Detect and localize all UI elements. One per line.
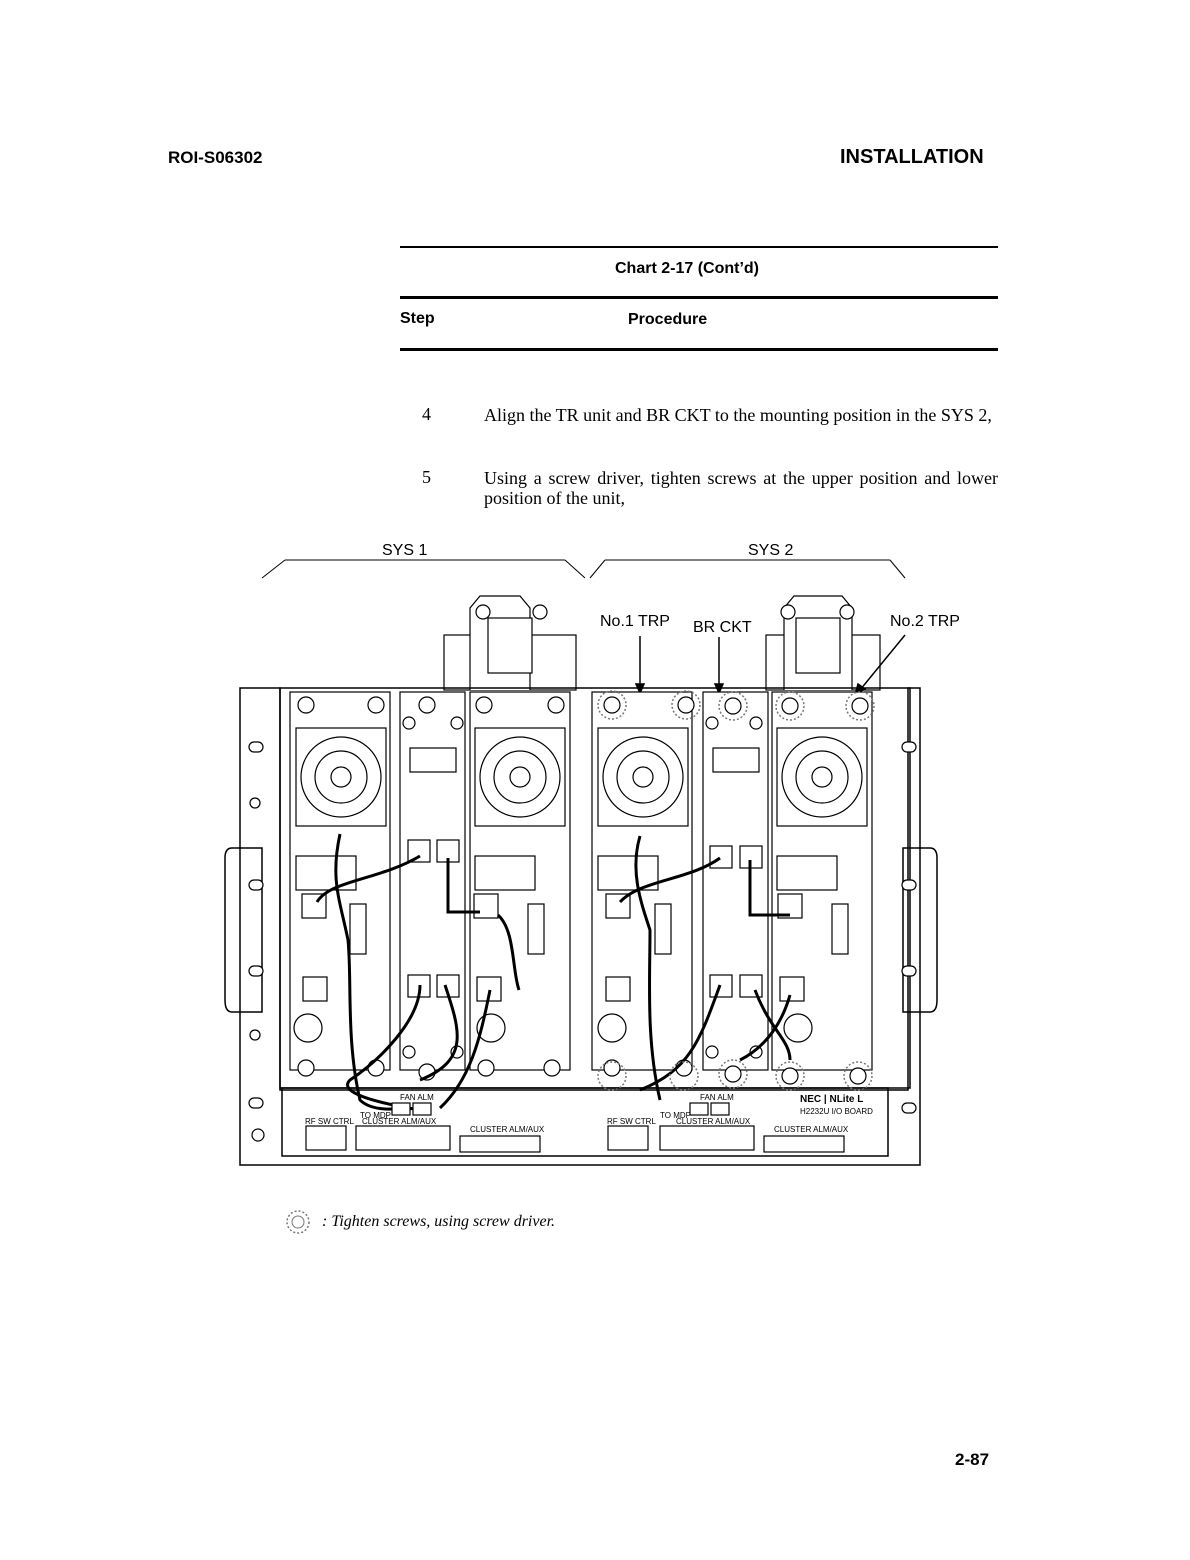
- unit-sys2-no1-trp: [591, 691, 695, 1077]
- cluster-alm-aux-label-2: CLUSTER ALM/AUX: [470, 1125, 545, 1134]
- step-text: Using a screw driver, tighten screws at …: [484, 468, 998, 508]
- to-mdp-label-1: TO MDP: [360, 1111, 391, 1120]
- column-header-step: Step: [400, 310, 435, 327]
- step-number: 5: [422, 467, 431, 487]
- sys1-label: SYS 1: [382, 542, 427, 559]
- cluster-alm-aux-label-3: CLUSTER ALM/AUX: [676, 1117, 751, 1126]
- chart-title: Chart 2-17 (Cont’d): [615, 260, 759, 277]
- table-mid-rule: [400, 296, 998, 299]
- section-title: INSTALLATION: [840, 146, 984, 168]
- board-name-label: H2232U I/O BOARD: [800, 1107, 873, 1116]
- unit-sys2-no2-trp: [771, 691, 873, 1085]
- sys2-label: SYS 2: [748, 542, 793, 559]
- legend-text: : Tighten screws, using screw driver.: [322, 1213, 556, 1230]
- rf-sw-ctrl-label-1: RF SW CTRL: [305, 1117, 354, 1126]
- cluster-alm-aux-label-4: CLUSTER ALM/AUX: [774, 1125, 849, 1134]
- equipment-diagram: SYS 1 SYS 2 No.1 TRP BR CKT No.2 TRP: [224, 542, 960, 1166]
- callout-no2-trp: No.2 TRP: [890, 613, 960, 630]
- top-handle-left: [443, 595, 577, 691]
- unit-sys1-no1-trp: [289, 691, 391, 1077]
- cluster-alm-aux-label-1: CLUSTER ALM/AUX: [362, 1117, 437, 1126]
- top-handle-right: [765, 595, 881, 691]
- rf-sw-ctrl-label-2: RF SW CTRL: [607, 1117, 656, 1126]
- unit-sys1-br-ckt: [399, 691, 466, 1081]
- table-top-rule: [400, 246, 998, 248]
- column-header-procedure: Procedure: [628, 311, 708, 328]
- sys-brackets: [261, 559, 906, 579]
- fan-alm-label-2: FAN ALM: [700, 1093, 734, 1102]
- io-board-boxes: [305, 1102, 845, 1153]
- table-bottom-rule: [400, 348, 998, 351]
- brand-label: NEC | NLite L: [800, 1094, 863, 1105]
- document-id: ROI-S06302: [168, 148, 263, 167]
- step-number: 4: [422, 404, 431, 424]
- page-number: 2-87: [955, 1450, 990, 1469]
- to-mdp-label-2: TO MDP: [660, 1111, 691, 1120]
- callout-br-ckt: BR CKT: [693, 619, 752, 636]
- fan-alm-label-1: FAN ALM: [400, 1093, 434, 1102]
- unit-sys2-br-ckt: [702, 691, 769, 1083]
- cables: [315, 833, 792, 1112]
- chassis-mount-holes: [248, 741, 917, 1142]
- screw-highlight-circles: [597, 690, 875, 1091]
- screw-highlight-icon: [286, 1210, 310, 1234]
- callout-no1-trp: No.1 TRP: [600, 613, 670, 630]
- step-text: Align the TR unit and BR CKT to the moun…: [484, 405, 992, 425]
